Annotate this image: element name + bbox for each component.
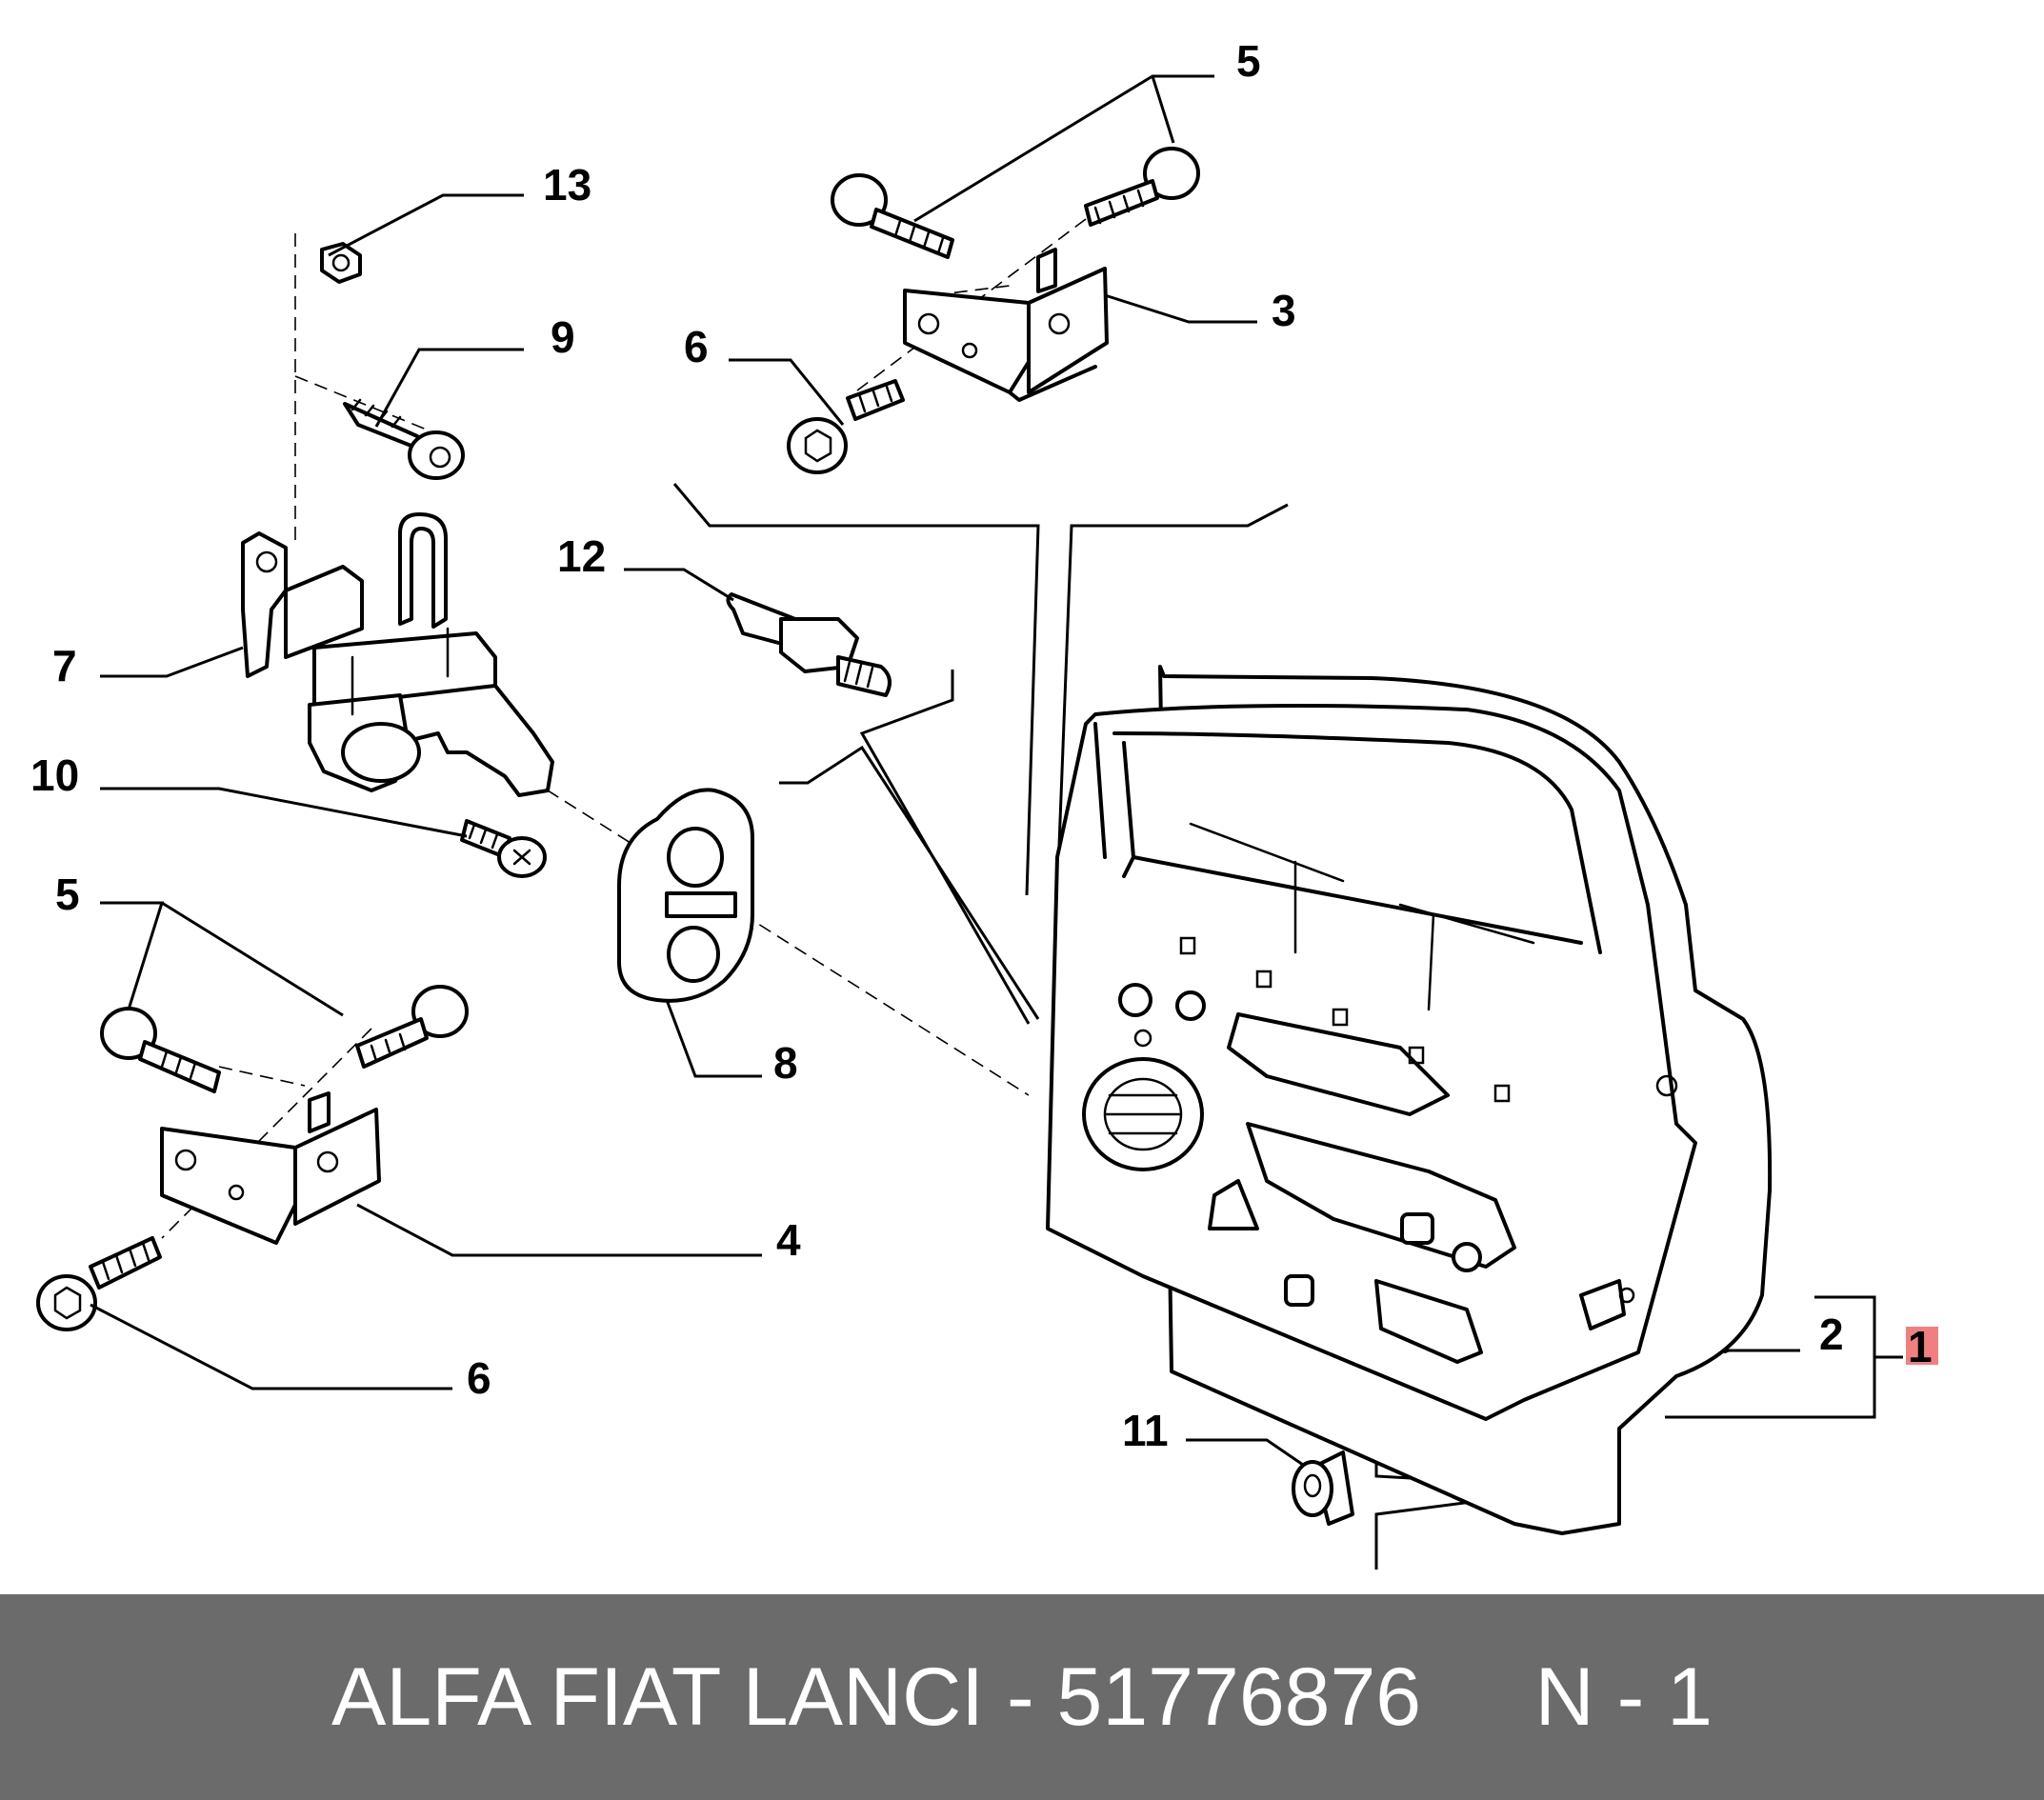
bolt-pair-part-5-top (831, 147, 1200, 259)
highlight-box (1906, 1327, 1938, 1365)
callout-3: 3 (1272, 286, 1296, 335)
bolt-pair-part-5-left (100, 985, 469, 1093)
callout-4: 4 (776, 1215, 801, 1265)
footer-bar: ALFA FIAT LANCI - 51776876 N - 1 (0, 1594, 2044, 1800)
callout-7: 7 (52, 641, 77, 690)
footer-part-number: ALFA FIAT LANCI - 51776876 N - 1 (331, 1651, 1713, 1743)
assembly-axis-lines (161, 218, 1087, 1239)
stud-pin-part-12 (726, 592, 892, 697)
screw-part-9 (343, 398, 465, 480)
callout-2: 2 (1819, 1310, 1844, 1359)
lower-hinge-part-4 (160, 1091, 381, 1245)
callout-labels: 1 2 3 4 5 5 6 6 7 8 9 10 11 12 13 (30, 36, 1938, 1455)
callout-12: 12 (557, 531, 606, 581)
callout-6-bottom: 6 (467, 1353, 491, 1403)
door-check-part-7 (241, 512, 554, 797)
callout-5-top: 5 (1236, 36, 1261, 86)
callout-11: 11 (1122, 1406, 1169, 1455)
parts-diagram: 1 2 3 4 5 5 6 6 7 8 9 10 11 12 13 (30, 36, 1938, 1570)
leader-lines (90, 74, 1903, 1467)
screw-part-10 (460, 819, 547, 878)
callout-6-top: 6 (684, 322, 709, 371)
callout-9: 9 (551, 312, 575, 362)
callout-13: 13 (543, 160, 591, 210)
upper-hinge-part-3 (903, 248, 1109, 402)
bolt-part-6-top (787, 379, 905, 474)
bolt-part-6-bottom (36, 1236, 162, 1331)
callout-5-left: 5 (55, 870, 80, 919)
bump-stop-part-11 (1292, 1450, 1354, 1526)
callout-1: 1 (1908, 1322, 1933, 1371)
callout-8: 8 (773, 1038, 798, 1088)
door-panel-part-1 (1046, 665, 1773, 1535)
rubber-grommet-part-8 (617, 788, 754, 1003)
callout-10: 10 (30, 750, 79, 800)
